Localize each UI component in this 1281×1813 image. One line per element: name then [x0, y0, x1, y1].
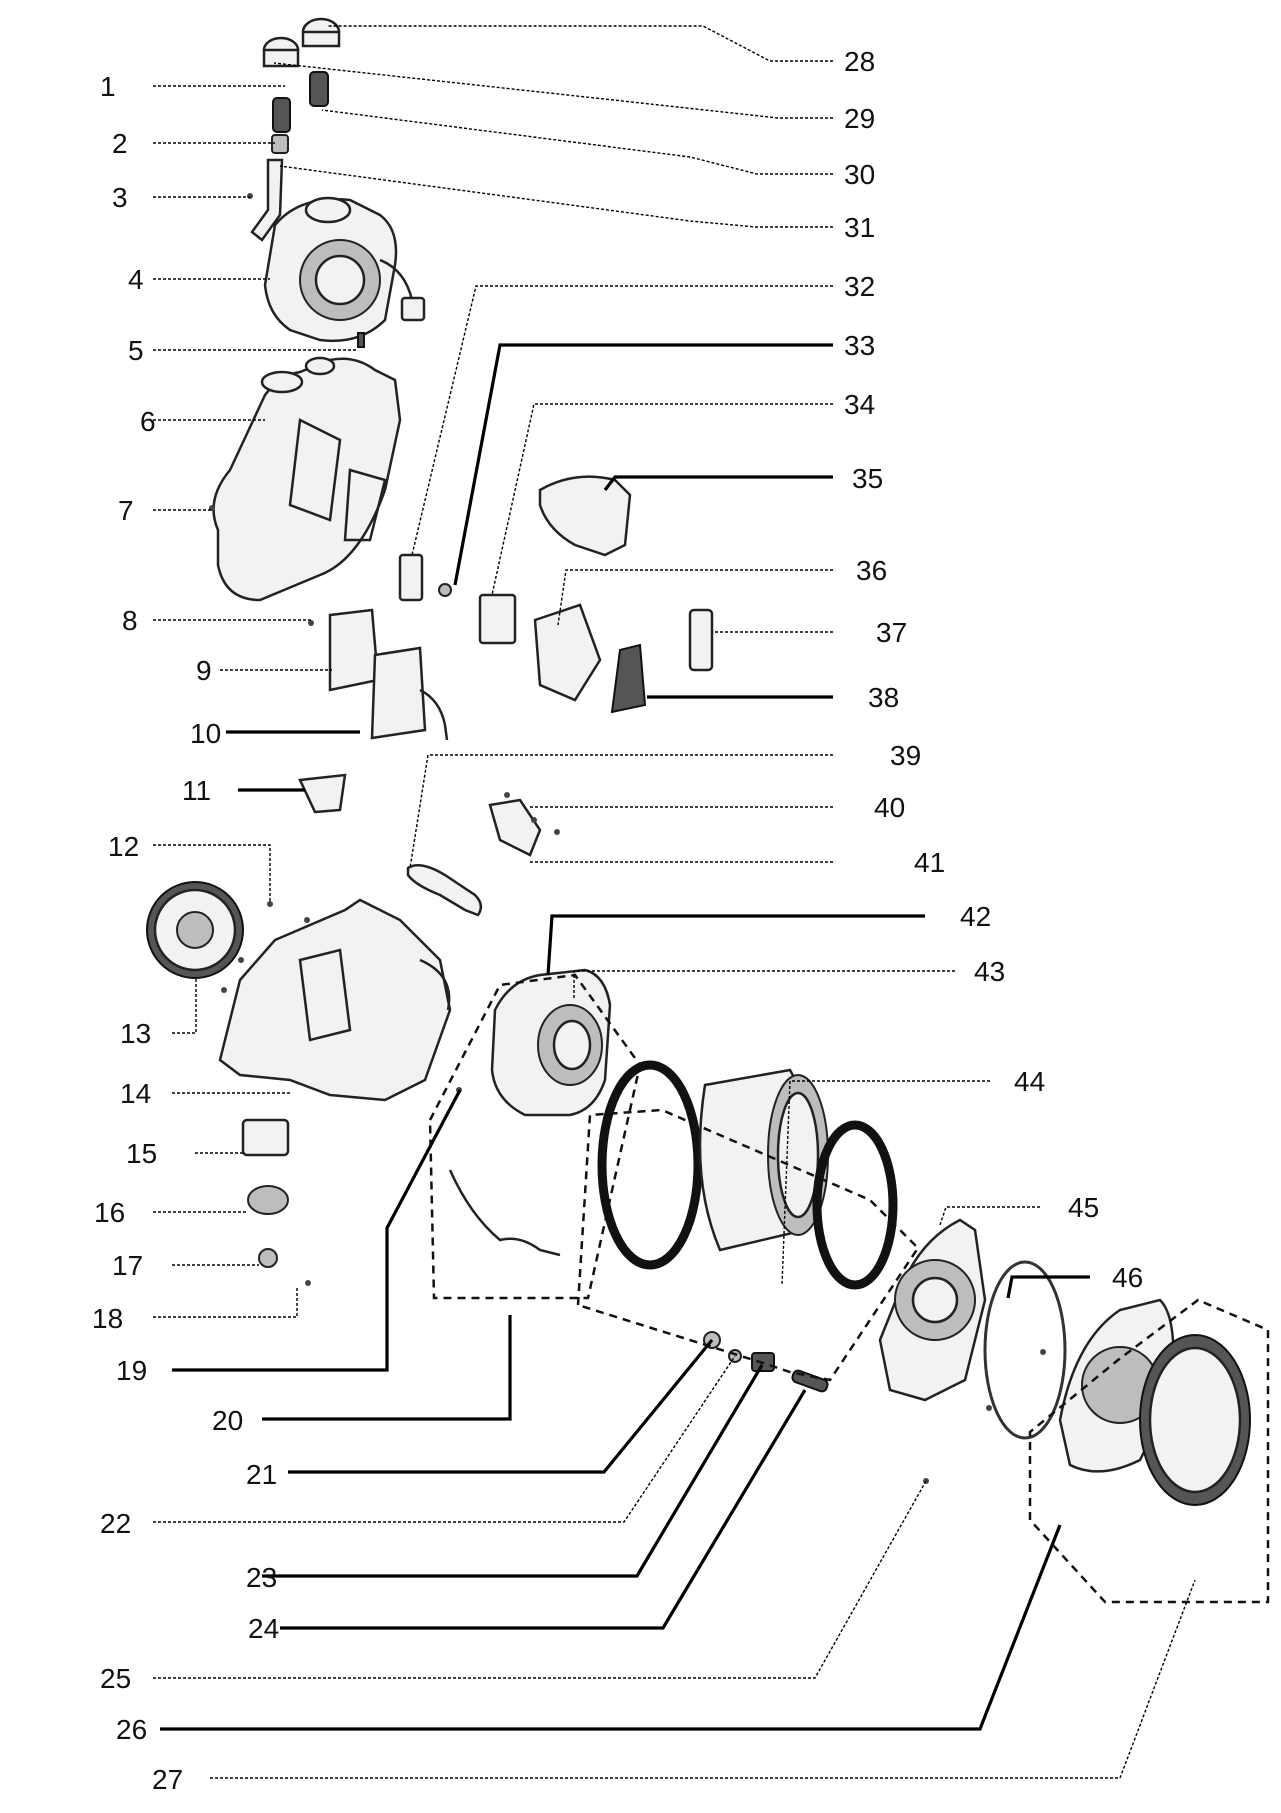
part-33-gear	[438, 583, 452, 597]
part-28-cap	[301, 17, 341, 48]
callout-35: 35	[852, 463, 883, 494]
callout-40: 40	[874, 792, 905, 823]
callout-25: 25	[100, 1663, 131, 1694]
part-44-gasket-front	[597, 1060, 703, 1270]
part-2-valve	[271, 134, 289, 154]
callout-3: 3	[112, 182, 128, 213]
part-43-wire	[448, 1169, 561, 1257]
callout-20: 20	[212, 1405, 243, 1436]
callout-6: 6	[140, 406, 156, 437]
part-13-wheel	[146, 881, 244, 979]
part-29-cap	[262, 36, 300, 68]
callout-10: 10	[190, 718, 221, 749]
callout-13: 13	[120, 1018, 151, 1049]
part-16-wheel	[247, 1185, 289, 1215]
part-38-bracket	[610, 643, 647, 714]
part-41-bracket	[488, 798, 542, 857]
part-4-housing	[263, 196, 426, 342]
callout-16: 16	[94, 1197, 125, 1228]
part-1-spring	[272, 97, 291, 133]
part-9-duct	[328, 608, 380, 692]
callout-30: 30	[844, 159, 875, 190]
callout-32: 32	[844, 271, 875, 302]
callout-31: 31	[844, 212, 875, 243]
callout-7: 7	[118, 495, 134, 526]
callout-1: 1	[100, 71, 116, 102]
callout-46: 46	[1112, 1262, 1143, 1293]
callout-9: 9	[196, 655, 212, 686]
callout-18: 18	[92, 1303, 123, 1334]
group-box-rear	[1028, 1298, 1270, 1604]
callout-39: 39	[890, 740, 921, 771]
callout-14: 14	[120, 1078, 151, 1109]
part-31-lever	[250, 158, 284, 242]
callout-17: 17	[112, 1250, 143, 1281]
callout-43: 43	[974, 956, 1005, 987]
callout-23: 23	[246, 1562, 277, 1593]
part-46-seal	[983, 1260, 1067, 1440]
callout-29: 29	[844, 103, 875, 134]
callout-38: 38	[868, 682, 899, 713]
part-15-clip	[241, 1118, 290, 1157]
part-44-gasket-rear	[812, 1120, 898, 1290]
callout-44: 44	[1014, 1066, 1045, 1097]
part-32-catch	[398, 553, 424, 602]
part-17-nut	[258, 1248, 278, 1268]
callout-26: 26	[116, 1714, 147, 1745]
callout-22: 22	[100, 1508, 131, 1539]
part-42-motor	[490, 968, 612, 1117]
callout-36: 36	[856, 555, 887, 586]
callout-42: 42	[960, 901, 991, 932]
callout-2: 2	[112, 128, 128, 159]
callout-28: 28	[844, 46, 875, 77]
callout-8: 8	[122, 605, 138, 636]
part-39-trim	[406, 863, 483, 917]
part-44-filter	[698, 1068, 829, 1252]
callout-15: 15	[126, 1138, 157, 1169]
part-10-duct	[370, 646, 449, 741]
group-box-motor	[428, 973, 642, 1300]
callout-45: 45	[1068, 1192, 1099, 1223]
callout-21: 21	[246, 1459, 277, 1490]
callout-33: 33	[844, 330, 875, 361]
part-14-chassis	[218, 898, 452, 1102]
part-5-pin	[357, 332, 365, 348]
part-35-cover	[538, 475, 632, 557]
callout-11: 11	[182, 775, 211, 806]
callout-5: 5	[128, 335, 144, 366]
callout-27: 27	[152, 1764, 183, 1795]
callout-41: 41	[914, 847, 945, 878]
part-36-frame	[533, 603, 602, 702]
part-37-handle	[688, 608, 714, 672]
part-27-filter	[1139, 1334, 1251, 1506]
part-6-body	[212, 356, 402, 602]
group-box-filter	[576, 1108, 920, 1382]
callout-19: 19	[116, 1355, 147, 1386]
callout-4: 4	[128, 264, 144, 295]
part-34-bracket	[478, 593, 517, 645]
callout-37: 37	[876, 617, 907, 648]
part-11-seal	[298, 773, 347, 814]
callout-24: 24	[248, 1613, 279, 1644]
part-45-housing	[878, 1218, 987, 1402]
callout-34: 34	[844, 389, 875, 420]
part-30-spring	[309, 71, 329, 107]
callout-12: 12	[108, 831, 139, 862]
